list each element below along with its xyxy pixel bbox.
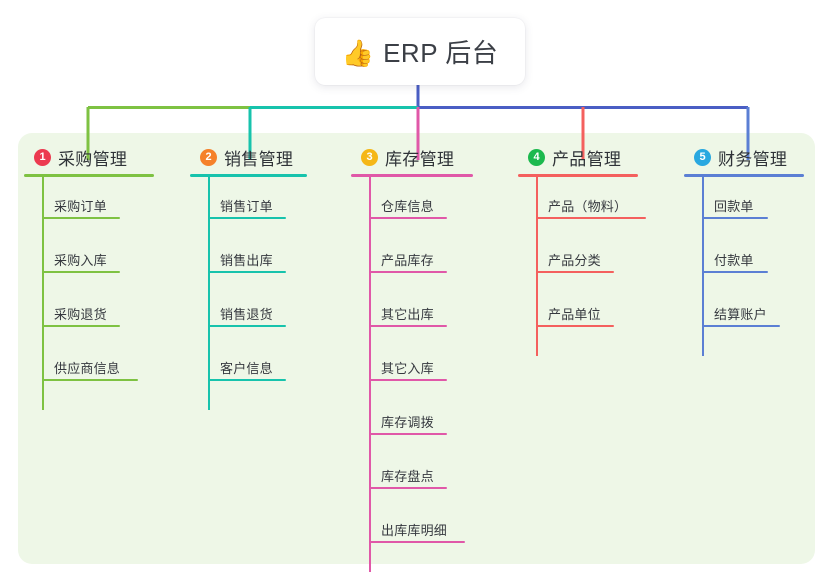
branch-badge-3: 3 <box>361 149 378 166</box>
branch-item-rule <box>42 379 138 381</box>
root-title-card: 👍 ERP 后台 <box>315 18 525 85</box>
branch-item-rule <box>208 271 286 273</box>
branch-item-rule <box>369 487 447 489</box>
branch-badge-1: 1 <box>34 149 51 166</box>
branch-header-4[interactable]: 4 产品管理 <box>528 145 621 170</box>
branch-item-label: 销售退货 <box>220 307 273 322</box>
branch-stem-5 <box>702 174 704 356</box>
branch-item-rule <box>536 217 646 219</box>
branch-item-label: 结算账户 <box>714 307 767 322</box>
branch-item-rule <box>702 271 768 273</box>
branch-stem-3 <box>369 174 371 572</box>
branch-header-rule-4 <box>518 174 638 177</box>
branch-header-2[interactable]: 2 销售管理 <box>200 145 293 170</box>
branch-item-label: 供应商信息 <box>54 361 121 376</box>
branch-header-rule-1 <box>24 174 154 177</box>
branch-title-4: 产品管理 <box>552 150 622 169</box>
thumbs-up-icon: 👍 <box>341 37 375 68</box>
branches-panel <box>18 133 815 564</box>
branch-header-rule-2 <box>190 174 307 177</box>
branch-item-rule <box>42 325 120 327</box>
branch-item-label: 产品分类 <box>548 253 601 268</box>
branch-item-label: 采购订单 <box>54 199 107 214</box>
branch-item-rule <box>42 217 120 219</box>
branch-item-rule <box>369 217 447 219</box>
branch-title-3: 库存管理 <box>385 150 455 169</box>
branch-title-5: 财务管理 <box>718 150 788 169</box>
branch-item-rule <box>369 325 447 327</box>
branch-header-rule-3 <box>351 174 473 177</box>
page-title: ERP 后台 <box>383 38 499 68</box>
branch-item-label: 销售订单 <box>220 199 273 214</box>
branch-item-rule <box>536 325 614 327</box>
branch-title-2: 销售管理 <box>224 150 294 169</box>
branch-stem-4 <box>536 174 538 356</box>
branch-item-label: 产品（物料） <box>548 199 628 214</box>
branch-item-rule <box>369 379 447 381</box>
branch-item-label: 采购退货 <box>54 307 107 322</box>
branch-item-rule <box>208 379 286 381</box>
branch-badge-2: 2 <box>200 149 217 166</box>
branch-item-rule <box>369 433 447 435</box>
branch-stem-1 <box>42 174 44 410</box>
branch-item-label: 其它出库 <box>381 307 434 322</box>
branch-header-3[interactable]: 3 库存管理 <box>361 145 454 170</box>
branch-item-label: 客户信息 <box>220 361 273 376</box>
branch-header-5[interactable]: 5 财务管理 <box>694 145 787 170</box>
branch-item-rule <box>208 325 286 327</box>
branch-item-label: 销售出库 <box>220 253 273 268</box>
branch-item-rule <box>536 271 614 273</box>
branch-item-rule <box>208 217 286 219</box>
branch-item-label: 产品单位 <box>548 307 601 322</box>
branch-item-rule <box>42 271 120 273</box>
branch-header-1[interactable]: 1 采购管理 <box>34 145 127 170</box>
branch-badge-4: 4 <box>528 149 545 166</box>
branch-item-label: 产品库存 <box>381 253 434 268</box>
branch-item-rule <box>369 541 465 543</box>
branch-item-label: 库存调拨 <box>381 415 434 430</box>
branch-badge-5: 5 <box>694 149 711 166</box>
branch-title-1: 采购管理 <box>58 150 128 169</box>
branch-item-label: 回款单 <box>714 199 754 214</box>
branch-stem-2 <box>208 174 210 410</box>
branch-item-label: 库存盘点 <box>381 469 434 484</box>
branch-item-rule <box>702 325 780 327</box>
branch-item-rule <box>369 271 447 273</box>
branch-header-rule-5 <box>684 174 804 177</box>
branch-item-rule <box>702 217 768 219</box>
branch-columns: 1 采购管理采购订单采购入库采购退货供应商信息 2 销售管理销售订单销售出库销售退货客… <box>18 133 815 572</box>
branch-item-label: 其它入库 <box>381 361 434 376</box>
branch-item-label: 出库库明细 <box>381 523 448 538</box>
branch-item-label: 仓库信息 <box>381 199 434 214</box>
branch-item-label: 付款单 <box>714 253 754 268</box>
branch-item-label: 采购入库 <box>54 253 107 268</box>
